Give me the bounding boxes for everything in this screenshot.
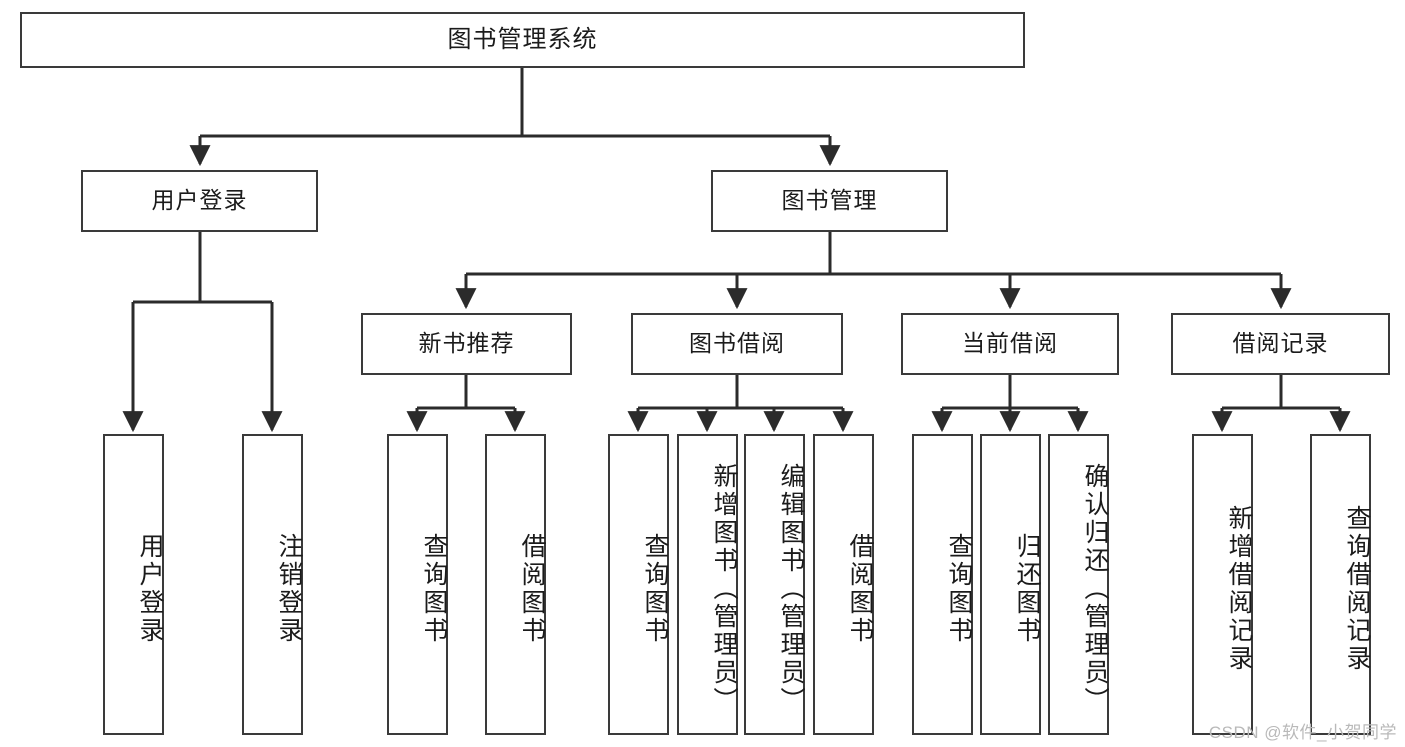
node-borrow-record-label: 借阅记录: [1232, 330, 1329, 357]
node-book-borrow-label: 图书借阅: [689, 330, 785, 357]
leaf-borrow-add-book[interactable]: 新增图书（管理员）: [677, 434, 738, 735]
leaf-logout[interactable]: 注销登录: [242, 434, 303, 735]
node-root[interactable]: 图书管理系统: [20, 12, 1025, 68]
leaf-current-confirm-return[interactable]: 确认归还（管理员）: [1048, 434, 1109, 735]
leaf-borrow-edit-book-label: 编辑图书（管理员）: [777, 462, 805, 715]
leaf-borrow-borrow-book[interactable]: 借阅图书: [813, 434, 874, 735]
leaf-recommend-query-book[interactable]: 查询图书: [387, 434, 448, 735]
node-root-label: 图书管理系统: [447, 25, 598, 53]
leaf-borrow-edit-book[interactable]: 编辑图书（管理员）: [744, 434, 805, 735]
node-book-borrow[interactable]: 图书借阅: [631, 313, 843, 375]
leaf-borrow-add-book-label: 新增图书（管理员）: [710, 462, 738, 715]
node-user-login[interactable]: 用户登录: [81, 170, 318, 232]
leaf-borrow-query-book-label: 查询图书: [641, 532, 669, 645]
node-book-management[interactable]: 图书管理: [711, 170, 948, 232]
leaf-record-query[interactable]: 查询借阅记录: [1310, 434, 1371, 735]
leaf-record-add-label: 新增借阅记录: [1225, 504, 1253, 673]
leaf-current-return-book-label: 归还图书: [1013, 532, 1041, 645]
leaf-record-add[interactable]: 新增借阅记录: [1192, 434, 1253, 735]
leaf-logout-label: 注销登录: [275, 532, 303, 645]
watermark: CSDN @软件_小贺同学: [1208, 723, 1397, 742]
leaf-current-query-book[interactable]: 查询图书: [912, 434, 973, 735]
node-user-login-label: 用户登录: [151, 187, 248, 214]
leaf-borrow-borrow-book-label: 借阅图书: [846, 532, 874, 645]
leaf-borrow-query-book[interactable]: 查询图书: [608, 434, 669, 735]
node-current-borrow[interactable]: 当前借阅: [901, 313, 1119, 375]
node-book-management-label: 图书管理: [781, 187, 878, 214]
leaf-current-confirm-return-label: 确认归还（管理员）: [1081, 462, 1109, 715]
leaf-recommend-borrow-book[interactable]: 借阅图书: [485, 434, 546, 735]
leaf-recommend-query-book-label: 查询图书: [420, 532, 448, 645]
leaf-current-query-book-label: 查询图书: [945, 532, 973, 645]
leaf-user-login[interactable]: 用户登录: [103, 434, 164, 735]
leaf-current-return-book[interactable]: 归还图书: [980, 434, 1041, 735]
node-current-borrow-label: 当前借阅: [962, 330, 1058, 357]
leaf-recommend-borrow-book-label: 借阅图书: [518, 532, 546, 645]
node-new-book-recommend-label: 新书推荐: [418, 330, 515, 357]
node-borrow-record[interactable]: 借阅记录: [1171, 313, 1390, 375]
leaf-user-login-label: 用户登录: [136, 532, 164, 645]
node-new-book-recommend[interactable]: 新书推荐: [361, 313, 572, 375]
leaf-record-query-label: 查询借阅记录: [1343, 504, 1371, 673]
